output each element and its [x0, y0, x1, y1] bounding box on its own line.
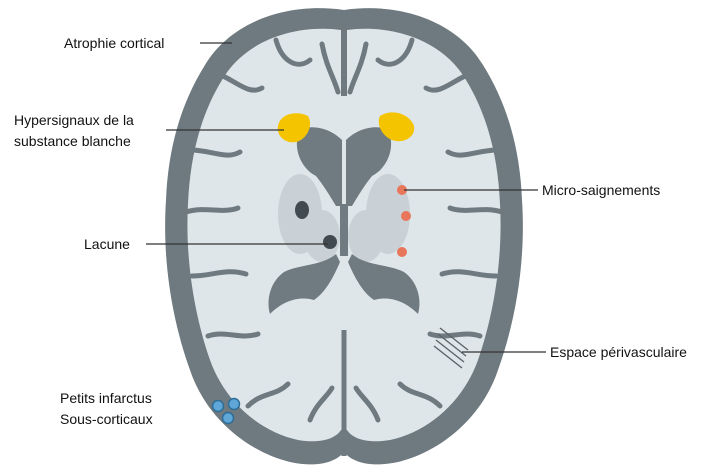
third-ventricle [340, 204, 348, 256]
label-microbleeds: Micro-saignements [542, 180, 660, 200]
label-white-matter-line1: Hypersignaux de la [14, 110, 134, 130]
label-perivascular: Espace périvasculaire [550, 342, 687, 362]
label-white-matter-line2: substance blanche [14, 131, 131, 151]
left-thalamus [304, 210, 340, 262]
lacune-left [295, 201, 309, 219]
right-thalamus [348, 210, 384, 262]
label-infarcts-line2: Sous-corticaux [60, 409, 153, 429]
microbleed-2 [401, 211, 411, 221]
microbleed-3 [397, 247, 407, 257]
label-lacune: Lacune [84, 234, 130, 254]
lacune-thalamus [323, 235, 337, 249]
label-cortical-atrophy: Atrophie cortical [64, 33, 164, 53]
label-infarcts-line1: Petits infarctus [60, 388, 152, 408]
